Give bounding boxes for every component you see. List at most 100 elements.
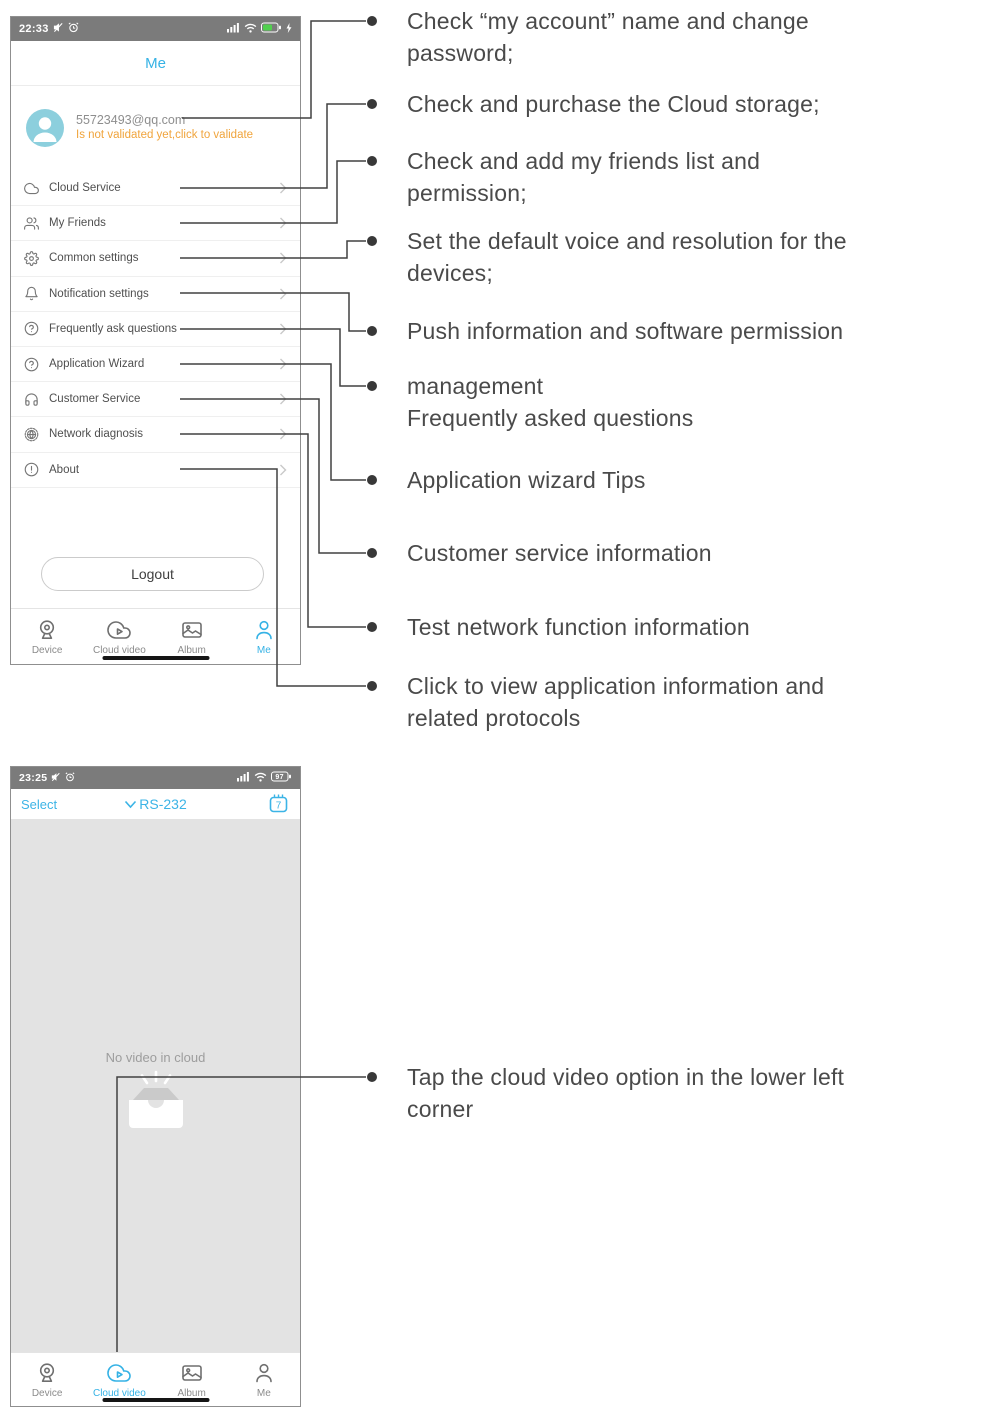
callout-network-test: Test network function information (407, 614, 750, 640)
logout-button[interactable]: Logout (41, 557, 264, 591)
cloud-video-header: Select RS-232 7 (11, 789, 300, 820)
home-indicator (102, 656, 209, 660)
menu-item-about[interactable]: About (11, 452, 300, 488)
tab-bar: Device Cloud video Album Me (11, 1352, 300, 1406)
menu-item-label: Cloud Service (49, 182, 121, 195)
cloud-video-content: No video in cloud (11, 819, 300, 1353)
cloud-video-tab-icon (107, 618, 132, 642)
menu-item-label: Common settings (49, 252, 139, 265)
status-bar: 22:33 (11, 17, 300, 41)
select-button[interactable]: Select (21, 796, 58, 812)
mute-icon (51, 772, 61, 785)
device-tab-icon (35, 1361, 59, 1385)
wifi-icon (254, 772, 267, 785)
bullet-dot (367, 99, 377, 109)
signal-icon (237, 771, 250, 785)
account-section[interactable]: 55723493@qq.com Is not validated yet,cli… (11, 85, 300, 172)
menu-item-label: Notification settings (49, 287, 149, 300)
callout-default-settings: Set the default voice and resolution for… (407, 228, 847, 286)
cloud-icon (24, 181, 39, 196)
settings-menu: Cloud Service My Friends Common settings… (11, 171, 300, 488)
person-avatar-icon (33, 117, 57, 142)
menu-item-label: Customer Service (49, 393, 141, 406)
svg-text:97: 97 (275, 774, 283, 781)
menu-item-label: About (49, 463, 80, 476)
tab-me[interactable]: Me (228, 609, 300, 664)
menu-item-notification-settings[interactable]: Notification settings (11, 276, 300, 312)
alarm-icon (65, 771, 75, 785)
tab-cloud-video[interactable]: Cloud video (83, 609, 155, 664)
wifi-icon (244, 23, 257, 36)
chevron-right-icon (279, 288, 287, 300)
nav-bar: Me (11, 41, 300, 86)
alarm-icon (68, 22, 79, 36)
bullet-dot (367, 326, 377, 336)
cloud-video-tab-icon (107, 1361, 132, 1385)
tab-cloud-video[interactable]: Cloud video (83, 1353, 155, 1406)
alert-icon (24, 462, 39, 477)
battery-icon: 97 (271, 771, 292, 785)
phone-screenshot-me-page: 22:33 Me 55723493@qq.com Is not validate… (10, 16, 301, 665)
chevron-right-icon (279, 323, 287, 335)
callout-customer-service: Customer service information (407, 540, 712, 566)
gear-icon (24, 251, 39, 266)
bullet-dot (367, 1072, 377, 1082)
status-time: 22:33 (19, 23, 49, 35)
tab-device[interactable]: Device (11, 1353, 83, 1406)
chevron-right-icon (279, 182, 287, 194)
tab-me[interactable]: Me (228, 1353, 300, 1406)
callout-about: Click to view application information an… (407, 673, 825, 731)
bullet-dot (367, 156, 377, 166)
me-tab-icon (252, 618, 276, 642)
menu-item-faq[interactable]: Frequently ask questions (11, 311, 300, 347)
menu-item-common-settings[interactable]: Common settings (11, 241, 300, 277)
bullet-dot (367, 16, 377, 26)
calendar-button[interactable]: 7 (268, 793, 289, 814)
menu-item-application-wizard[interactable]: Application Wizard (11, 346, 300, 383)
chevron-right-icon (279, 358, 287, 370)
chevron-right-icon (279, 252, 287, 264)
question-icon (24, 321, 39, 336)
menu-item-label: Application Wizard (49, 358, 145, 371)
menu-item-label: Frequently ask questions (49, 322, 177, 335)
menu-item-cloud-service[interactable]: Cloud Service (11, 171, 300, 207)
chevron-down-icon (125, 800, 137, 808)
callout-wizard-tips: Application wizard Tips (407, 467, 646, 493)
status-time: 23:25 (19, 772, 48, 784)
page-title: Me (145, 54, 166, 72)
mute-icon (53, 22, 64, 36)
svg-text:7: 7 (276, 801, 282, 812)
chevron-right-icon (279, 464, 287, 476)
home-indicator (102, 1398, 209, 1402)
chevron-right-icon (279, 393, 287, 405)
globe-icon (24, 427, 39, 442)
question-icon (24, 357, 39, 372)
menu-item-label: Network diagnosis (49, 428, 143, 441)
menu-item-customer-service[interactable]: Customer Service (11, 382, 300, 418)
bullet-dot (367, 475, 377, 485)
callout-cloud-video-tab: Tap the cloud video option in the lower … (407, 1064, 845, 1122)
callout-friends: Check and add my friends list and permis… (407, 148, 761, 206)
validate-notice[interactable]: Is not validated yet,click to validate (76, 129, 254, 141)
empty-state-text: No video in cloud (105, 1050, 206, 1065)
menu-item-label: My Friends (49, 217, 106, 230)
phone-screenshot-cloud-video-page: 23:25 97 Select RS-232 7 No video in clo… (10, 766, 301, 1407)
callout-account: Check “my account” name and change passw… (407, 8, 809, 66)
bell-icon (24, 286, 39, 301)
menu-item-my-friends[interactable]: My Friends (11, 206, 300, 242)
avatar[interactable] (26, 109, 64, 147)
menu-item-network-diagnosis[interactable]: Network diagnosis (11, 417, 300, 453)
account-email[interactable]: 55723493@qq.com (76, 113, 186, 127)
callout-faq: management Frequently asked questions (407, 373, 694, 431)
chevron-right-icon (279, 428, 287, 440)
callout-push-information: Push information and software permission (407, 318, 844, 344)
empty-tray-icon (121, 1069, 191, 1136)
me-tab-icon (252, 1361, 276, 1385)
device-tab-icon (35, 618, 59, 642)
bullet-dot (367, 622, 377, 632)
device-selector[interactable]: RS-232 (11, 796, 300, 812)
tab-device[interactable]: Device (11, 609, 83, 664)
signal-icon (227, 22, 240, 36)
tab-album[interactable]: Album (156, 1353, 228, 1406)
status-bar: 23:25 97 (11, 767, 300, 789)
